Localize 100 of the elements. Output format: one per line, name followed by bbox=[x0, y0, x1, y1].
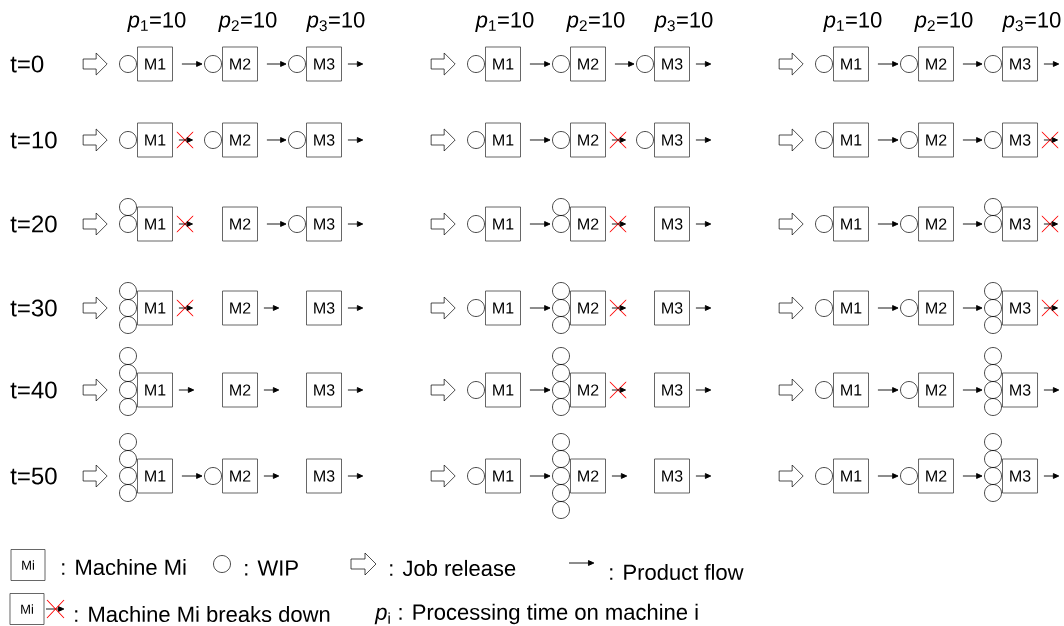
flow-arrow bbox=[529, 221, 551, 227]
wip-circle bbox=[815, 131, 833, 149]
wip-circle bbox=[119, 55, 137, 73]
machine-box: M3 bbox=[654, 122, 690, 158]
breakdown-cross bbox=[1041, 215, 1059, 233]
flow-arrow bbox=[178, 221, 193, 227]
machine-box: M3 bbox=[654, 206, 690, 242]
wip-circle bbox=[984, 282, 1002, 300]
flow-arrow bbox=[962, 473, 983, 479]
machine-box: M3 bbox=[306, 372, 342, 408]
wip-circle bbox=[552, 198, 570, 216]
breakdown-cross bbox=[1041, 299, 1059, 317]
machine-box: M3 bbox=[654, 290, 690, 326]
wip-circle bbox=[467, 55, 485, 73]
machine-box: M2 bbox=[222, 46, 258, 82]
flow-arrow bbox=[529, 387, 551, 393]
flow-arrow bbox=[181, 61, 203, 67]
machine-box: M2 bbox=[570, 458, 606, 494]
legend-text: p$_{i}$ : Processing time on machine i bbox=[374, 603, 698, 625]
release-arrow bbox=[82, 128, 108, 152]
machine-box: M2 bbox=[570, 122, 606, 158]
machine-box: M3 bbox=[1002, 372, 1038, 408]
time-label: t=50 bbox=[10, 467, 57, 485]
wip-circle bbox=[815, 299, 833, 317]
flow-arrow bbox=[877, 387, 899, 393]
flow-arrow bbox=[877, 61, 899, 67]
wip-circle bbox=[467, 131, 485, 149]
machine-box: M3 bbox=[1002, 206, 1038, 242]
wip-circle bbox=[552, 316, 570, 334]
wip-circle bbox=[815, 215, 833, 233]
processing-time-label: p$_{1}$=10 bbox=[475, 12, 534, 32]
processing-time-label: p$_{3}$=10 bbox=[306, 12, 365, 32]
machine-box: M1 bbox=[485, 46, 521, 82]
release-arrow bbox=[430, 128, 456, 152]
processing-time-label: p$_{1}$=10 bbox=[127, 12, 186, 32]
wip-circle bbox=[119, 433, 137, 451]
release-arrow bbox=[430, 464, 456, 488]
wip-circle bbox=[984, 55, 1002, 73]
release-arrow bbox=[82, 378, 108, 402]
flow-arrow bbox=[178, 137, 193, 143]
machine-box: M2 bbox=[222, 458, 258, 494]
legend-text: : Machine Mi bbox=[62, 558, 186, 576]
wip-circle bbox=[552, 398, 570, 416]
flow-arrow bbox=[347, 387, 364, 393]
machine-box: Mi bbox=[9, 593, 45, 625]
machine-box: M2 bbox=[918, 290, 954, 326]
release-arrow bbox=[778, 212, 804, 236]
wip-circle bbox=[119, 198, 137, 216]
wip-circle bbox=[552, 364, 570, 382]
machine-box: M2 bbox=[570, 372, 606, 408]
wip-circle bbox=[984, 450, 1002, 468]
machine-box: M2 bbox=[918, 458, 954, 494]
flow-arrow bbox=[347, 137, 364, 143]
release-arrow bbox=[430, 378, 456, 402]
machine-box: M2 bbox=[570, 206, 606, 242]
release-arrow bbox=[430, 212, 456, 236]
time-label: t=30 bbox=[10, 299, 57, 317]
wip-circle bbox=[984, 381, 1002, 399]
flow-arrow bbox=[962, 305, 983, 311]
flow-arrow bbox=[529, 305, 551, 311]
flow-arrow bbox=[877, 221, 899, 227]
release-arrow bbox=[82, 296, 108, 320]
time-label: t=0 bbox=[10, 55, 44, 73]
machine-box: M2 bbox=[918, 122, 954, 158]
flow-arrow bbox=[347, 221, 364, 227]
wip-circle bbox=[119, 484, 137, 502]
time-label: t=10 bbox=[10, 131, 57, 149]
machine-box: M3 bbox=[654, 46, 690, 82]
flow-arrow bbox=[962, 221, 983, 227]
wip-circle bbox=[119, 450, 137, 468]
flow-arrow bbox=[877, 137, 899, 143]
flow-arrow bbox=[962, 137, 983, 143]
machine-box: M1 bbox=[485, 458, 521, 494]
machine-box: M3 bbox=[306, 206, 342, 242]
flow-arrow bbox=[962, 387, 983, 393]
machine-box: M3 bbox=[654, 458, 690, 494]
wip-circle bbox=[288, 131, 306, 149]
machine-box: M2 bbox=[918, 372, 954, 408]
wip-circle bbox=[552, 381, 570, 399]
flow-arrow bbox=[1043, 61, 1060, 67]
machine-box: M1 bbox=[485, 290, 521, 326]
machine-box: M3 bbox=[306, 46, 342, 82]
wip-circle bbox=[984, 467, 1002, 485]
machine-box: M2 bbox=[570, 290, 606, 326]
flow-arrow bbox=[266, 61, 287, 67]
machine-box: M1 bbox=[485, 206, 521, 242]
flow-arrow bbox=[347, 305, 364, 311]
breakdown-cross bbox=[609, 381, 627, 399]
wip-circle bbox=[984, 299, 1002, 317]
flow-arrow bbox=[1043, 305, 1059, 311]
wip-circle bbox=[984, 484, 1002, 502]
wip-circle bbox=[119, 347, 137, 365]
release-arrow bbox=[430, 52, 456, 76]
wip-circle bbox=[467, 215, 485, 233]
legend-text: : Product flow bbox=[610, 563, 744, 581]
flow-arrow bbox=[611, 305, 627, 311]
processing-time-label: p$_{3}$=10 bbox=[654, 12, 713, 32]
machine-box: M1 bbox=[485, 122, 521, 158]
wip-circle bbox=[552, 55, 570, 73]
wip-circle bbox=[815, 381, 833, 399]
